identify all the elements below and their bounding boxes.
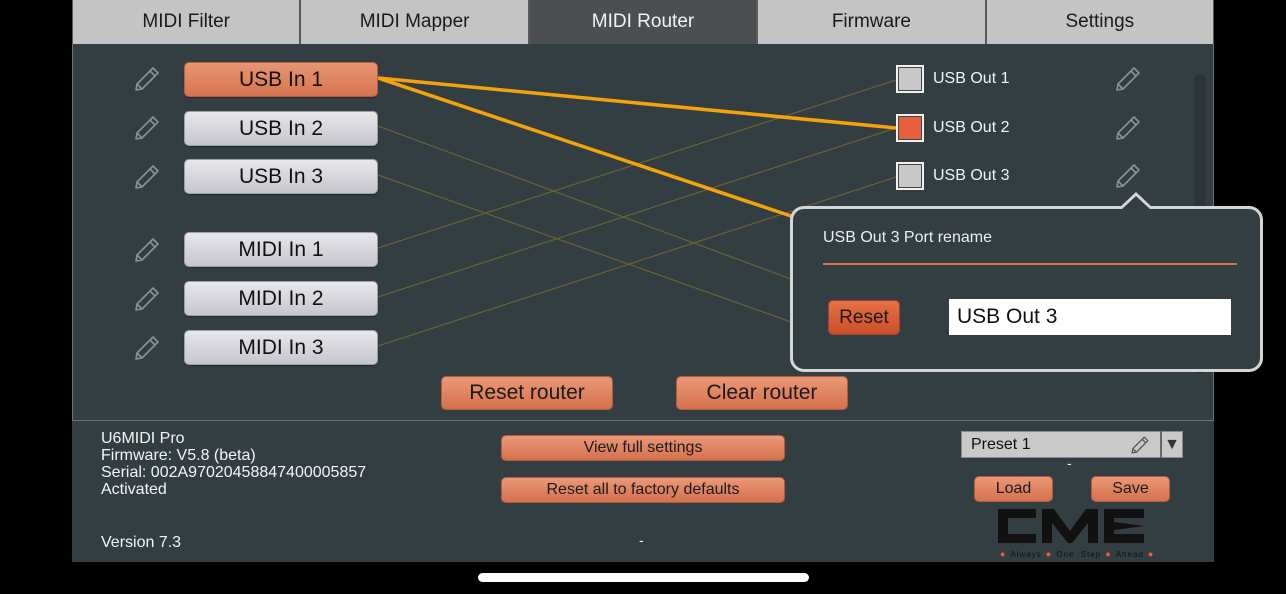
app-version: Version 7.3	[101, 534, 182, 551]
port-name-input[interactable]	[949, 299, 1231, 335]
tab-firmware[interactable]: Firmware	[757, 0, 986, 44]
home-indicator[interactable]	[478, 573, 809, 582]
popover-title: USB Out 3 Port rename	[823, 229, 992, 246]
input-midi-in-3-button[interactable]: MIDI In 3	[184, 330, 378, 365]
center-dash: -	[639, 532, 644, 548]
usb-out-3-label: USB Out 3	[933, 167, 1010, 184]
usb-out-1-checkbox[interactable]	[896, 65, 924, 93]
factory-reset-button[interactable]: Reset all to factory defaults	[501, 477, 785, 503]
edit-usb-in-2-pencil-icon[interactable]	[133, 114, 161, 142]
input-midi-in-1-button[interactable]: MIDI In 1	[184, 232, 378, 267]
port-rename-popover: USB Out 3 Port rename Reset	[790, 192, 1263, 372]
usb-out-1-label: USB Out 1	[933, 70, 1010, 87]
load-preset-button[interactable]: Load	[974, 476, 1053, 502]
preset-dash: -	[1067, 455, 1072, 471]
serial-number: Serial: 002A97020458847400005857	[101, 464, 367, 481]
tab-midi-filter[interactable]: MIDI Filter	[72, 0, 301, 44]
edit-usb-in-3-pencil-icon[interactable]	[133, 163, 161, 191]
clear-router-button[interactable]: Clear router	[676, 376, 848, 410]
cme-logo	[998, 509, 1144, 543]
output-usb-out-2[interactable]: USB Out 2	[896, 113, 1009, 143]
output-usb-out-1[interactable]: USB Out 1	[896, 64, 1009, 94]
reset-router-button[interactable]: Reset router	[441, 376, 613, 410]
edit-midi-in-2-pencil-icon[interactable]	[133, 285, 161, 313]
input-midi-in-2-button[interactable]: MIDI In 2	[184, 281, 378, 316]
device-info: U6MIDI Pro Firmware: V5.8 (beta) Serial:…	[101, 430, 366, 498]
popover-divider	[823, 263, 1237, 265]
footer-panel: U6MIDI Pro Firmware: V5.8 (beta) Serial:…	[72, 421, 1214, 562]
popover-arrow	[1118, 192, 1154, 210]
edit-usb-out-2-pencil-icon[interactable]	[1114, 114, 1142, 142]
active-routes	[377, 76, 897, 218]
edit-midi-in-1-pencil-icon[interactable]	[133, 236, 161, 264]
save-preset-button[interactable]: Save	[1091, 476, 1170, 502]
tab-midi-router[interactable]: MIDI Router	[528, 0, 758, 44]
tab-bar: MIDI Filter MIDI Mapper MIDI Router Firm…	[72, 0, 1215, 44]
usb-out-3-checkbox[interactable]	[896, 162, 924, 190]
usb-out-2-label: USB Out 2	[933, 119, 1010, 136]
tab-settings[interactable]: Settings	[985, 0, 1215, 44]
edit-usb-out-1-pencil-icon[interactable]	[1114, 65, 1142, 93]
routing-lines	[377, 76, 897, 347]
preset-rename-pencil-icon[interactable]	[1130, 435, 1150, 455]
device-name: U6MIDI Pro	[101, 430, 185, 447]
input-usb-in-3-button[interactable]: USB In 3	[184, 159, 378, 194]
edit-usb-out-3-pencil-icon[interactable]	[1114, 162, 1142, 190]
activation-status: Activated	[101, 481, 167, 498]
preset-dropdown-arrow-icon[interactable]: ▼	[1160, 431, 1182, 458]
output-usb-out-3[interactable]: USB Out 3	[896, 161, 1009, 191]
firmware-version: Firmware: V5.8 (beta)	[101, 447, 256, 464]
view-full-settings-button[interactable]: View full settings	[501, 435, 785, 461]
preset-name: Preset 1	[971, 435, 1031, 453]
edit-usb-in-1-pencil-icon[interactable]	[133, 65, 161, 93]
cme-tagline: ●Always●One Step●Ahead●	[1000, 549, 1155, 559]
popover-reset-button[interactable]: Reset	[828, 300, 900, 335]
edit-midi-in-3-pencil-icon[interactable]	[133, 334, 161, 362]
tab-midi-mapper[interactable]: MIDI Mapper	[300, 0, 529, 44]
input-usb-in-2-button[interactable]: USB In 2	[184, 111, 378, 146]
input-usb-in-1-button[interactable]: USB In 1	[184, 62, 378, 97]
preset-selector[interactable]: Preset 1 ▼	[961, 431, 1183, 458]
usb-out-2-checkbox[interactable]	[896, 114, 924, 142]
